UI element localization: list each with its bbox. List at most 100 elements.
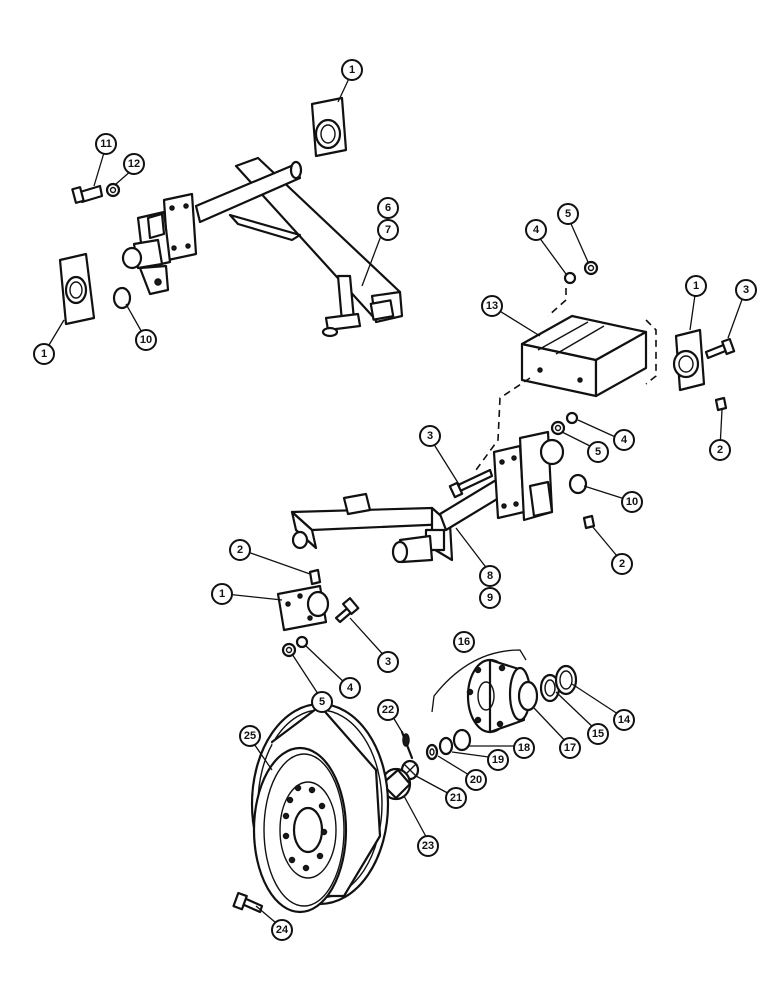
upper-axle-assembly (121, 156, 404, 338)
callout-label: 5 (595, 446, 601, 458)
callout: 19 (487, 749, 509, 771)
group-bracket-16 (431, 649, 527, 713)
callout-label: 1 (41, 348, 47, 360)
callout-label: 3 (743, 284, 749, 296)
callout-label: 25 (244, 730, 256, 742)
callout-label: 23 (422, 840, 434, 852)
seal-14 (554, 664, 578, 696)
callout: 24 (271, 919, 293, 941)
nut-12 (105, 182, 121, 198)
callout-label: 4 (347, 682, 354, 694)
callout: 23 (417, 835, 439, 857)
alignment-line-2 (475, 377, 531, 471)
bolt-3-lower (334, 597, 360, 624)
callout: 8 (479, 565, 501, 587)
bolt-3-middle (448, 468, 494, 499)
callout-label: 8 (487, 570, 493, 582)
grease-fitting-2-middle (582, 514, 596, 530)
callout-label: 13 (486, 300, 498, 312)
callout: 10 (135, 329, 157, 351)
callout-label: 3 (427, 430, 433, 442)
callout-label: 3 (385, 656, 391, 668)
callout: 4 (613, 429, 635, 451)
wheel-bolt-24 (232, 891, 264, 914)
nut-5-middle (550, 420, 566, 436)
callout-label: 4 (533, 224, 540, 236)
wheel-rim-25 (250, 702, 390, 914)
flange-bearing-right (672, 328, 706, 392)
nut-4-lower (295, 635, 309, 649)
grease-fitting-2-right (714, 396, 728, 412)
callout: 1 (685, 275, 707, 297)
flange-bearing-top (310, 96, 348, 158)
callout: 22 (377, 699, 399, 721)
dust-cap-23 (380, 767, 412, 801)
callout-label: 4 (621, 434, 628, 446)
nut-5-upper (583, 260, 599, 276)
callout-label: 7 (385, 224, 391, 236)
bushing-10-lower (568, 473, 588, 495)
callout: 1 (33, 343, 55, 365)
bushing-10-upper (112, 286, 132, 310)
bearing-cone-18 (452, 728, 472, 752)
callout-label: 16 (458, 636, 470, 648)
callout: 7 (377, 219, 399, 241)
callout-label: 1 (693, 280, 699, 292)
callout: 3 (377, 651, 399, 673)
alignment-line-3 (645, 319, 657, 385)
callout: 14 (613, 709, 635, 731)
lower-axle-assembly (290, 430, 565, 564)
callout-label: 11 (100, 138, 112, 150)
callout-label: 5 (565, 208, 571, 220)
callout: 5 (311, 691, 333, 713)
callout: 16 (453, 631, 475, 653)
callout-label: 18 (518, 742, 530, 754)
callout: 15 (587, 723, 609, 745)
callout-label: 1 (349, 64, 355, 76)
callout: 13 (481, 295, 503, 317)
callout-label: 2 (717, 444, 723, 456)
nut-4-middle (565, 411, 579, 425)
callout: 3 (735, 279, 757, 301)
bolt-11 (71, 184, 104, 204)
callout: 6 (377, 197, 399, 219)
cotter-pin-22 (400, 730, 414, 760)
nut-4-upper (563, 271, 577, 285)
flange-bearing-lower (276, 584, 330, 632)
callout: 11 (95, 133, 117, 155)
callout-label: 9 (487, 592, 493, 604)
callout: 9 (479, 587, 501, 609)
bearing-cup-17 (517, 680, 539, 712)
callout-label: 14 (618, 714, 631, 726)
callout: 21 (445, 787, 467, 809)
callout-label: 20 (470, 774, 482, 786)
callout: 18 (513, 737, 535, 759)
callout: 10 (621, 491, 643, 513)
callout: 4 (339, 677, 361, 699)
callout-label: 22 (382, 704, 394, 716)
callout: 3 (419, 425, 441, 447)
callout-label: 21 (450, 792, 462, 804)
alignment-line-1 (547, 288, 567, 317)
callout-label: 24 (276, 924, 289, 936)
callout: 1 (341, 59, 363, 81)
grease-fitting-2-lower (308, 568, 322, 586)
washer-19 (438, 736, 454, 756)
callout: 5 (587, 441, 609, 463)
callout-label: 17 (564, 742, 576, 754)
callout-label: 5 (319, 696, 325, 708)
callout-label: 19 (492, 754, 504, 766)
bracket-13 (520, 314, 648, 398)
callout-label: 12 (128, 158, 140, 170)
callout-label: 6 (385, 202, 391, 214)
callout-label: 2 (237, 544, 243, 556)
callout: 1 (211, 583, 233, 605)
callout: 25 (239, 725, 261, 747)
callout: 2 (611, 553, 633, 575)
flange-bearing-left (58, 252, 96, 326)
nut-5-lower (281, 642, 297, 658)
callout-label: 15 (592, 728, 604, 740)
callout-label: 1 (219, 588, 225, 600)
callout: 20 (465, 769, 487, 791)
